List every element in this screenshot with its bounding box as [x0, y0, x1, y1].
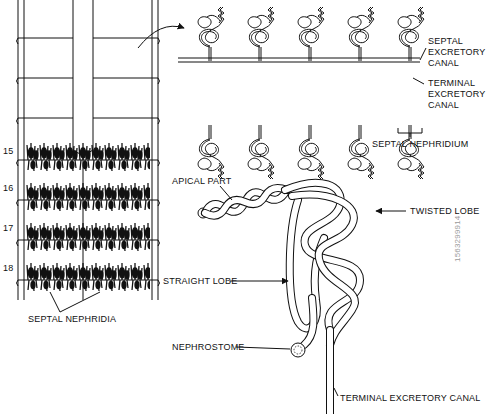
part-label: NEPHROSTOME [172, 342, 245, 353]
segment-number: 16 [3, 183, 13, 194]
part-label: STRAIGHT LOBE [163, 276, 237, 287]
part-label: SEPTAL EXCRETORY CANAL [428, 36, 490, 69]
segment-number: 17 [3, 223, 13, 234]
part-label: SEPTAL NEPHRIDIUM [372, 139, 468, 150]
part-label: TERMINAL EXCRETORY CANAL [340, 393, 481, 404]
part-label: APICAL PART [172, 176, 232, 187]
part-label: SEPTAL NEPHRIDIA [28, 314, 116, 325]
segment-number: 18 [3, 263, 13, 274]
part-label: TERMINAL EXCRETORY CANAL [428, 78, 490, 111]
watermark: 1563299914 [452, 216, 463, 263]
part-label: TWISTED LOBE [410, 206, 479, 217]
segment-number: 15 [3, 146, 13, 157]
